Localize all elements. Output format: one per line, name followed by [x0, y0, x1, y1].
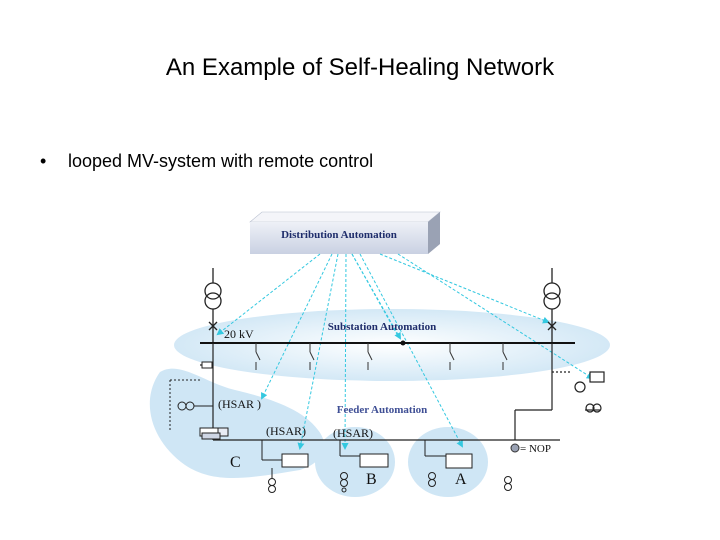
zone-c-label: C [230, 454, 241, 471]
substation-ellipse [174, 309, 610, 381]
feeder-zone-b [315, 427, 395, 497]
middle-feeder-devices [261, 440, 309, 493]
nop-label: = NOP [520, 443, 551, 455]
nop-switch-icon [504, 443, 520, 491]
bullet-text: looped MV-system with remote control [68, 151, 374, 171]
zone-a-devices [424, 440, 473, 487]
zone-a-label: A [455, 471, 467, 488]
left-feeder-devices [169, 361, 229, 440]
hsar-mid2-label: (HSAR) [333, 426, 373, 440]
busbar-feeder-switches [255, 343, 508, 370]
communication-lines [216, 253, 594, 450]
hsar-mid-label: (HSAR) [266, 424, 306, 438]
zone-b-label: B [366, 471, 377, 488]
bus-coupler-icon [400, 340, 406, 346]
feeder-automation-label: Feeder Automation [337, 404, 428, 416]
feeder-zone-c [149, 368, 325, 479]
slide-title: An Example of Self-Healing Network [165, 54, 555, 81]
bullet-dot-icon: • [40, 151, 47, 171]
zone-b-devices [339, 440, 389, 493]
transformer-left-icon [204, 268, 222, 342]
bullet-item: • looped MV-system with remote control [40, 151, 373, 172]
distribution-automation-box [249, 211, 441, 254]
transformer-right-icon [543, 268, 561, 342]
substation-automation-label: Substation Automation [328, 321, 437, 333]
hsar-left-label: (HSAR ) [218, 397, 261, 411]
distribution-automation-label: Distribution Automation [281, 229, 397, 241]
voltage-label: 20 kV [224, 327, 254, 341]
right-feeder-line [514, 343, 605, 440]
